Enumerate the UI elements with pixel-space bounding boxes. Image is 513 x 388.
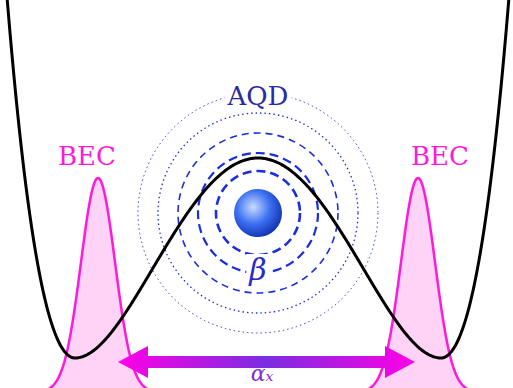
- wavefront-ring: [138, 93, 378, 333]
- tunneling-symbol: αₓ: [248, 362, 277, 386]
- quantum-dot-sphere: [234, 189, 282, 237]
- wavefront-ring: [216, 171, 300, 255]
- bec-label: BEC: [55, 142, 119, 170]
- bec-label: BEC: [408, 142, 472, 170]
- potential-curve: [7, 0, 509, 358]
- coupling-symbol: β: [246, 254, 269, 286]
- dot-label: AQD: [225, 82, 292, 110]
